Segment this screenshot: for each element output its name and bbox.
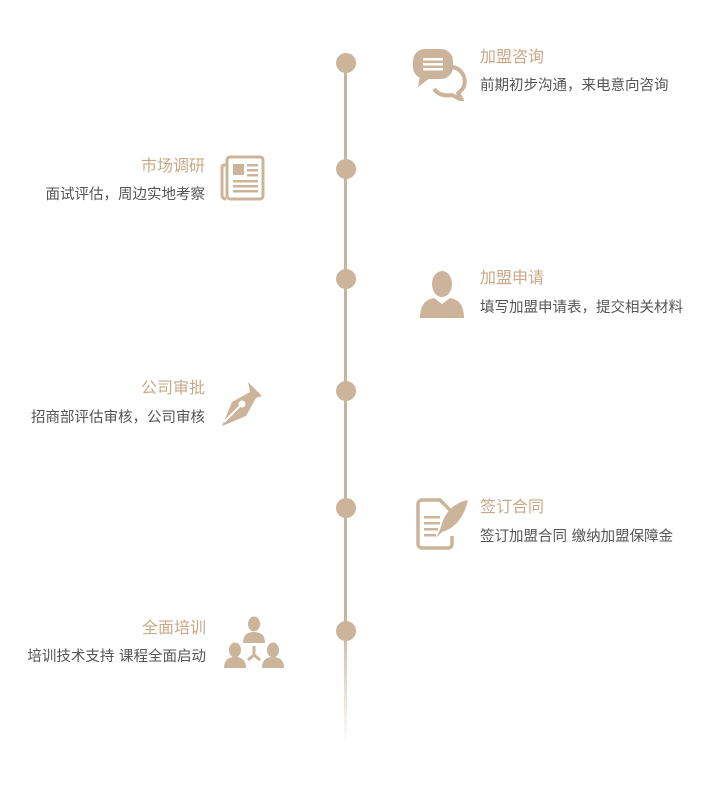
timeline-dot-3 xyxy=(336,269,356,289)
step-title: 加盟申请 xyxy=(480,268,545,287)
timeline-dot-5 xyxy=(336,498,356,518)
timeline-step-contract: 签订合同 签订加盟合同 缴纳加盟保障金 xyxy=(414,497,674,550)
step-title: 加盟咨询 xyxy=(480,47,545,66)
timeline-dot-2 xyxy=(336,159,356,179)
step-title: 公司审批 xyxy=(140,378,205,397)
step-description: 面试评估，周边实地考察 xyxy=(45,187,206,203)
step-title: 市场调研 xyxy=(140,156,205,175)
timeline-step-market-research: 市场调研 面试评估，周边实地考察 xyxy=(0,0,206,210)
step-title: 签订合同 xyxy=(480,497,545,516)
user-icon xyxy=(419,270,465,320)
step-description: 前期初步沟通，来电意向咨询 xyxy=(480,78,669,94)
step-title: 全面培训 xyxy=(141,618,206,637)
contract-quill-icon xyxy=(414,498,470,550)
timeline-dot-4 xyxy=(336,381,356,401)
timeline-step-consult: 加盟咨询 前期初步沟通，来电意向咨询 xyxy=(0,0,715,110)
timeline-step-training: 全面培训 培训技术支持 课程全面启动 xyxy=(0,0,206,680)
chat-bubbles-icon xyxy=(412,47,470,101)
timeline-step-application: 加盟申请 填写加盟申请表，提交相关材料 xyxy=(0,0,715,330)
timeline-step-approval: 公司审批 招商部评估审核，公司审核 xyxy=(0,0,205,440)
team-icon xyxy=(223,615,285,669)
timeline-dot-6 xyxy=(336,621,356,641)
step-description: 培训技术支持 课程全面启动 xyxy=(27,649,206,665)
newspaper-icon xyxy=(220,155,266,203)
step-description: 招商部评估审核，公司审核 xyxy=(31,410,205,426)
timeline-dot-1 xyxy=(336,53,356,73)
pen-nib-icon xyxy=(218,380,266,428)
step-description: 签订加盟合同 缴纳加盟保障金 xyxy=(480,529,674,545)
timeline-line xyxy=(344,63,347,745)
step-description: 填写加盟申请表，提交相关材料 xyxy=(480,300,683,316)
